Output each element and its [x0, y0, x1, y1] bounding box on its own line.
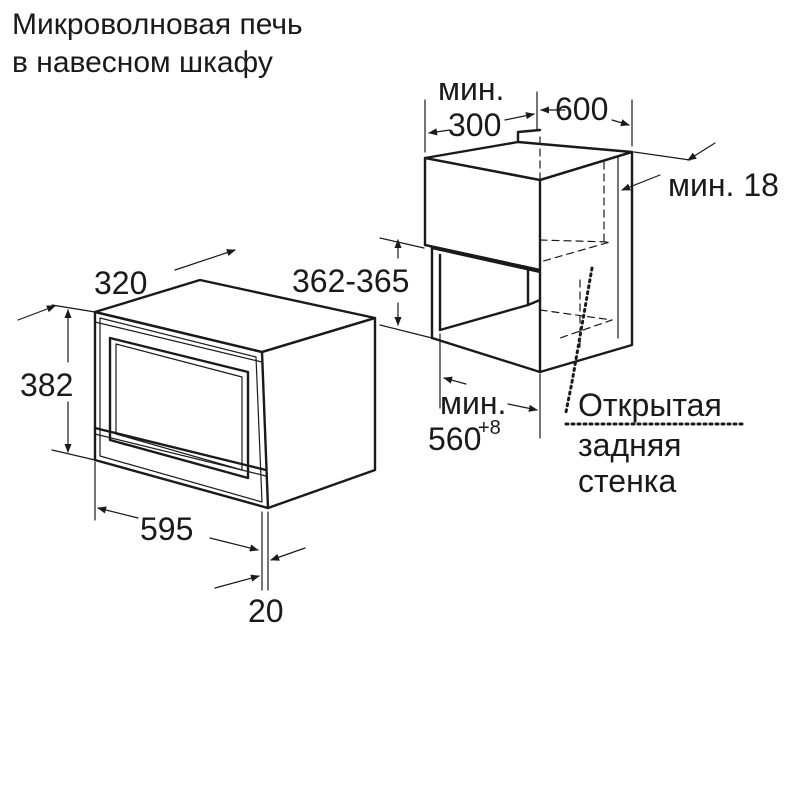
title-line-1: Микроволновая печь	[12, 8, 303, 41]
oven-door-window	[108, 336, 250, 480]
open-back-note: Открытая задняя стенка	[564, 266, 746, 499]
oven-depth-label: 320	[94, 265, 147, 301]
oven-dimensions: 320 382 595 20	[17, 249, 306, 629]
cabinet-drawing	[423, 128, 634, 374]
dim-18-arrow-bottom	[621, 174, 661, 191]
dim-600-arrow-right	[611, 119, 630, 127]
oven-handle-band-2	[94, 433, 267, 477]
cabinet-niche-bottom-front	[430, 270, 542, 374]
dim-382-lead	[17, 305, 56, 321]
cabinet-niche-width-label: 560	[428, 421, 481, 457]
dim-560-arrow-right	[507, 403, 538, 412]
cabinet-right-side	[538, 150, 634, 374]
cabinet-niche-width-tolerance: +8	[478, 417, 501, 439]
cabinet-min-label-top: мин.	[438, 71, 504, 107]
dim-595-line-left	[97, 506, 139, 519]
oven-side	[260, 316, 377, 510]
dim-362-ext-bottom	[379, 324, 433, 339]
cabinet-depth-label: 600	[555, 91, 608, 127]
dim-362-ext-top	[379, 237, 425, 249]
oven-front-frame	[93, 310, 270, 510]
cabinet-wall-min-label: мин. 18	[668, 167, 779, 203]
oven-door-window-inner	[115, 343, 243, 471]
microwave-drawing	[93, 278, 377, 510]
oven-height-label: 382	[20, 367, 73, 403]
cabinet-min-label-bottom: мин.	[440, 385, 506, 421]
dim-300-arrow-left	[428, 128, 451, 136]
oven-handle-band	[93, 426, 268, 472]
note-line-1: Открытая	[578, 387, 722, 423]
note-line-3: стенка	[578, 463, 676, 499]
cabinet-shelf-front	[423, 243, 542, 272]
dim-382-ext-top	[51, 304, 96, 313]
dim-595-line-right	[209, 537, 259, 552]
oven-front-inner	[99, 317, 263, 503]
hidden-edge-2	[539, 239, 611, 263]
dim-382-ext-bottom	[51, 449, 96, 461]
cabinet-niche-floor	[438, 298, 542, 332]
title-line-2: в навесном шкафу	[12, 46, 273, 79]
note-line-2: задняя	[578, 427, 681, 463]
cabinet-back-edge	[516, 128, 542, 144]
cabinet-min-depth-label: 300	[448, 107, 501, 143]
dim-300-arrow-right	[504, 112, 535, 121]
dim-20-arrow-right	[270, 547, 306, 561]
oven-overhang-label: 20	[248, 593, 284, 629]
cabinet-upper-front	[423, 156, 542, 272]
oven-top-band	[94, 321, 263, 363]
dim-18-arrow-top	[687, 142, 716, 161]
note-leader-vertical	[564, 266, 594, 414]
cabinet-shelf-edge	[430, 246, 542, 274]
dim-560-arrow-left	[443, 376, 467, 385]
cabinet-niche-height-label: 362-365	[292, 263, 409, 299]
cabinet-dimensions: мин. 300 600 мин. 18 362-365 мин. 560 +8	[292, 71, 779, 457]
hidden-edge-4	[539, 309, 613, 339]
dim-18-ext	[633, 151, 691, 161]
dim-20-arrow-left	[214, 574, 260, 589]
oven-width-label: 595	[140, 511, 193, 547]
dim-320-arrow	[174, 249, 236, 271]
